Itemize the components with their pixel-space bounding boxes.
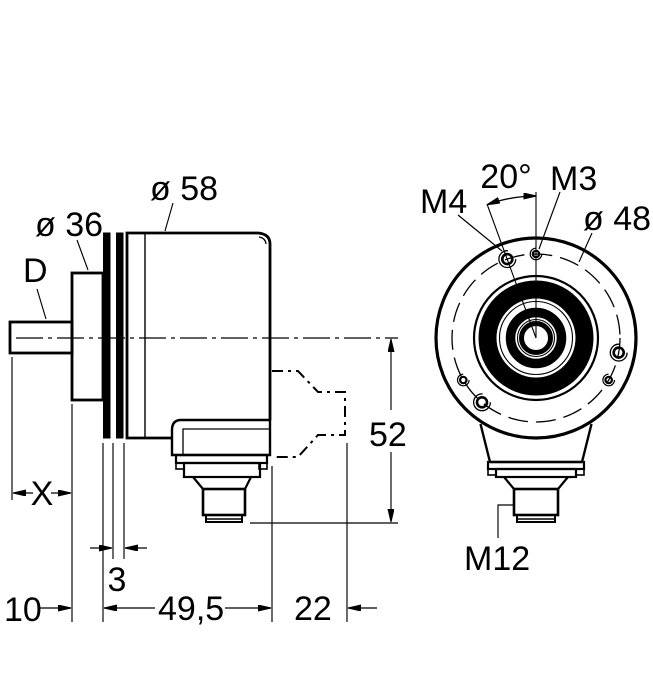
front-view [434, 191, 638, 538]
mating-connector-dashed-outline [272, 370, 346, 458]
label-flange-diameter: ø 36 [35, 206, 103, 244]
label-angle-20: 20° [480, 158, 531, 196]
body-outline [125, 231, 272, 440]
label-shaft-length: X [31, 475, 54, 513]
leader-bolt-circle [578, 232, 593, 263]
label-dim-49-5: 49,5 [158, 590, 224, 628]
label-bolt-circle: ø 48 [583, 200, 651, 238]
connector-tab-right [258, 462, 268, 470]
label-m3: M3 [550, 160, 597, 198]
m12-connector-body [201, 487, 247, 517]
label-body-diameter: ø 58 [150, 170, 218, 208]
front-flange-step [494, 467, 578, 479]
connector-housing [170, 418, 272, 457]
leader-m4 [457, 214, 503, 252]
m3-hole-left [456, 373, 470, 387]
label-m12: M12 [464, 540, 530, 578]
leader-flange-diameter [76, 239, 89, 271]
m4-hole-bottom [472, 393, 492, 412]
m4-hole-right [609, 343, 628, 362]
label-dim-10: 10 [4, 591, 42, 629]
connector-tab-left [175, 462, 185, 470]
leader-body-diameter [164, 202, 174, 232]
label-m4: M4 [420, 183, 467, 221]
label-shaft-diameter: D [23, 252, 48, 290]
side-view [8, 231, 398, 523]
front-tab-left [487, 468, 497, 476]
body-corner-detail [258, 236, 267, 245]
leader-shaft-diameter [36, 288, 47, 320]
side-view-dimensions [11, 202, 398, 622]
ray-20deg [486, 203, 537, 339]
label-dim-22: 22 [294, 590, 332, 628]
clamp-ring-bar-rear [116, 232, 124, 439]
label-dim-3: 3 [108, 561, 127, 599]
connector-flange-step [182, 461, 262, 479]
connector-shoulders [192, 476, 252, 490]
label-dim-52: 52 [369, 416, 407, 454]
m12-connector-tip [205, 514, 243, 523]
flange-outline [70, 271, 105, 402]
m4-hole-top [498, 250, 517, 269]
front-m12-body [512, 487, 560, 517]
leader-m12 [497, 504, 513, 538]
front-m12-tip [516, 514, 556, 523]
front-tab-right [575, 468, 585, 476]
m3-hole-top [529, 247, 543, 261]
m3-hole-right [602, 373, 616, 387]
front-shoulders [503, 476, 569, 490]
clamp-ring-bar-front [103, 232, 111, 439]
connector-housing-inner-line [182, 428, 270, 454]
angle-arc-20deg [487, 196, 536, 205]
leader-m3 [538, 191, 561, 250]
